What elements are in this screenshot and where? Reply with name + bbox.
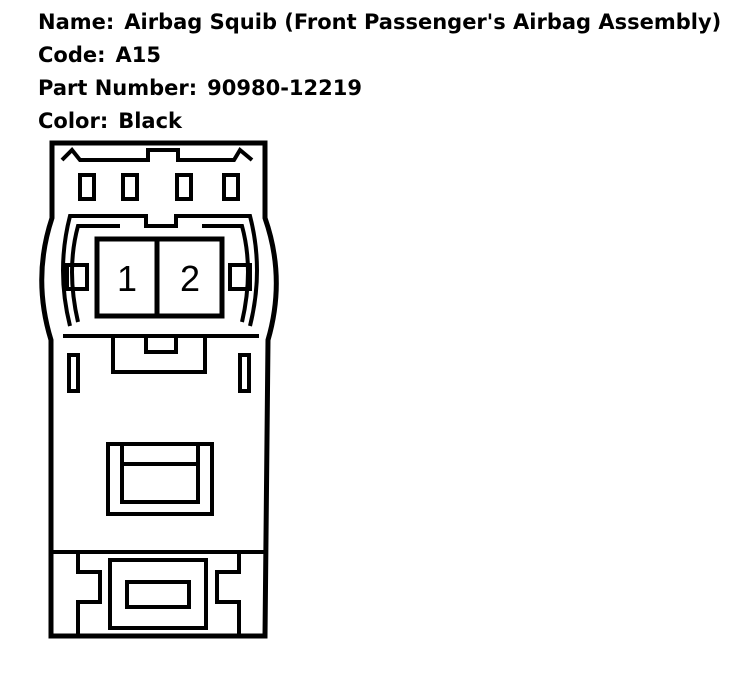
center-latch-frame [106,442,214,516]
name-label: Name: [38,10,115,34]
part-number-line: Part Number: 90980-12219 [38,72,721,105]
release-button-slot [125,580,191,609]
side-lock-tab-right [228,263,252,291]
connector-code: A15 [115,43,161,67]
part-number-label: Part Number: [38,76,198,100]
connector-color: Black [118,109,183,133]
release-button [108,558,208,630]
connector-name: Airbag Squib (Front Passenger's Airbag A… [124,10,722,34]
inner-cavity-wall [70,224,250,323]
color-line: Color: Black [38,105,721,138]
center-latch-tongue [120,444,200,504]
top-slot [175,173,193,201]
top-slot [222,173,240,201]
bottom-clip-right [215,552,241,636]
name-line: Name: Airbag Squib (Front Passenger's Air… [38,6,721,39]
side-lock-tab-left [65,263,89,291]
top-slot [78,173,96,201]
pin-2-label: 2 [180,258,200,299]
code-line: Code: A15 [38,39,721,72]
bottom-clip-left [76,552,102,636]
top-latch-notches [60,146,254,162]
top-slot [121,173,139,201]
center-key [111,336,207,374]
inner-cavity-wall [61,214,259,327]
side-slot-right [238,353,251,393]
connector-housing-outline [39,140,279,639]
color-label: Color: [38,109,109,133]
side-slot-left [67,353,80,393]
pin-2-cavity [154,236,225,319]
code-label: Code: [38,43,106,67]
connector-info: Name: Airbag Squib (Front Passenger's Air… [38,6,721,138]
connector-part-number: 90980-12219 [207,76,362,100]
pin-1-label: 1 [117,258,137,299]
